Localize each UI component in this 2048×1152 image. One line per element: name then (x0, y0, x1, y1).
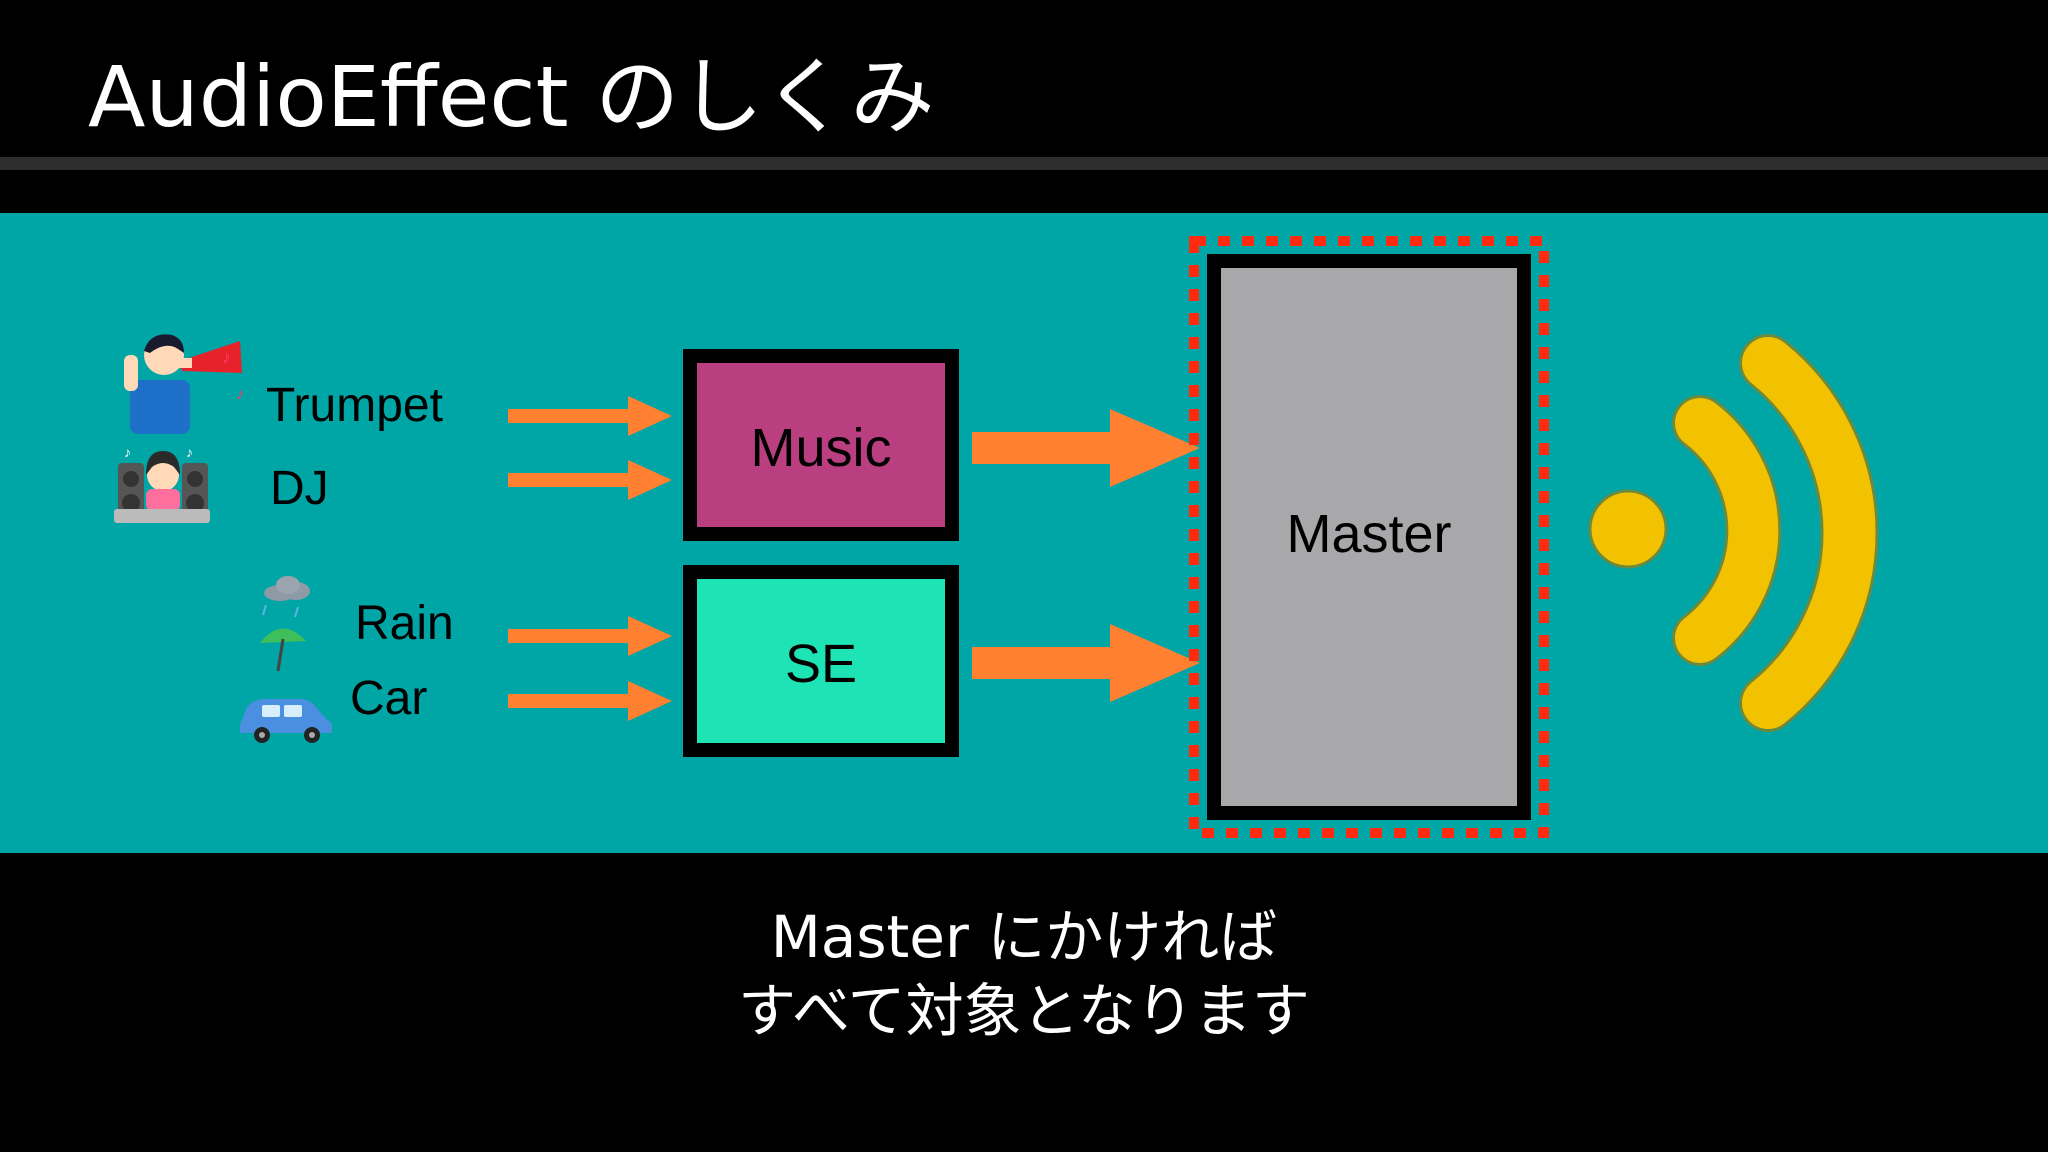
arrow-dj-to-music (508, 460, 672, 500)
source-label-car: Car (350, 672, 428, 725)
arrow-se-to-master (972, 624, 1200, 702)
caption-line-1: Master にかければ (770, 903, 1278, 971)
car-icon (240, 699, 332, 743)
diagram-graphics: ♪ ♪ ♪ ♪ (114, 236, 1879, 838)
sound-waves-icon (1588, 334, 1879, 732)
dj-icon: ♪ ♪ (114, 444, 210, 523)
music-group-label: Music (750, 418, 892, 478)
trumpet-player-icon: ♪ ♪ (124, 334, 244, 434)
master-highlight-frame (1189, 236, 1549, 838)
se-group-box (683, 565, 959, 757)
music-group-box (683, 349, 959, 541)
caption-line-2: すべて対象となります (738, 977, 1310, 1045)
se-group-label: SE (784, 634, 858, 694)
svg-text:♪: ♪ (124, 444, 131, 460)
arrow-rain-to-se (508, 616, 672, 656)
source-label-rain: Rain (355, 597, 454, 650)
svg-text:♪: ♪ (222, 347, 231, 367)
arrow-trumpet-to-music (508, 396, 672, 436)
arrow-car-to-se (508, 681, 672, 721)
master-group-box (1207, 254, 1531, 820)
diagram-stage: ♪ ♪ ♪ ♪ (0, 213, 2048, 853)
svg-text:♪: ♪ (186, 444, 193, 460)
rain-umbrella-icon (260, 576, 310, 672)
svg-text:♪: ♪ (236, 386, 244, 403)
source-label-trumpet: Trumpet (266, 379, 443, 432)
master-group-label: Master (1286, 504, 1452, 564)
arrow-music-to-master (972, 409, 1200, 487)
slide-title: AudioEffect のしくみ (88, 48, 935, 146)
title-divider (0, 157, 2048, 170)
source-label-dj: DJ (270, 462, 329, 515)
